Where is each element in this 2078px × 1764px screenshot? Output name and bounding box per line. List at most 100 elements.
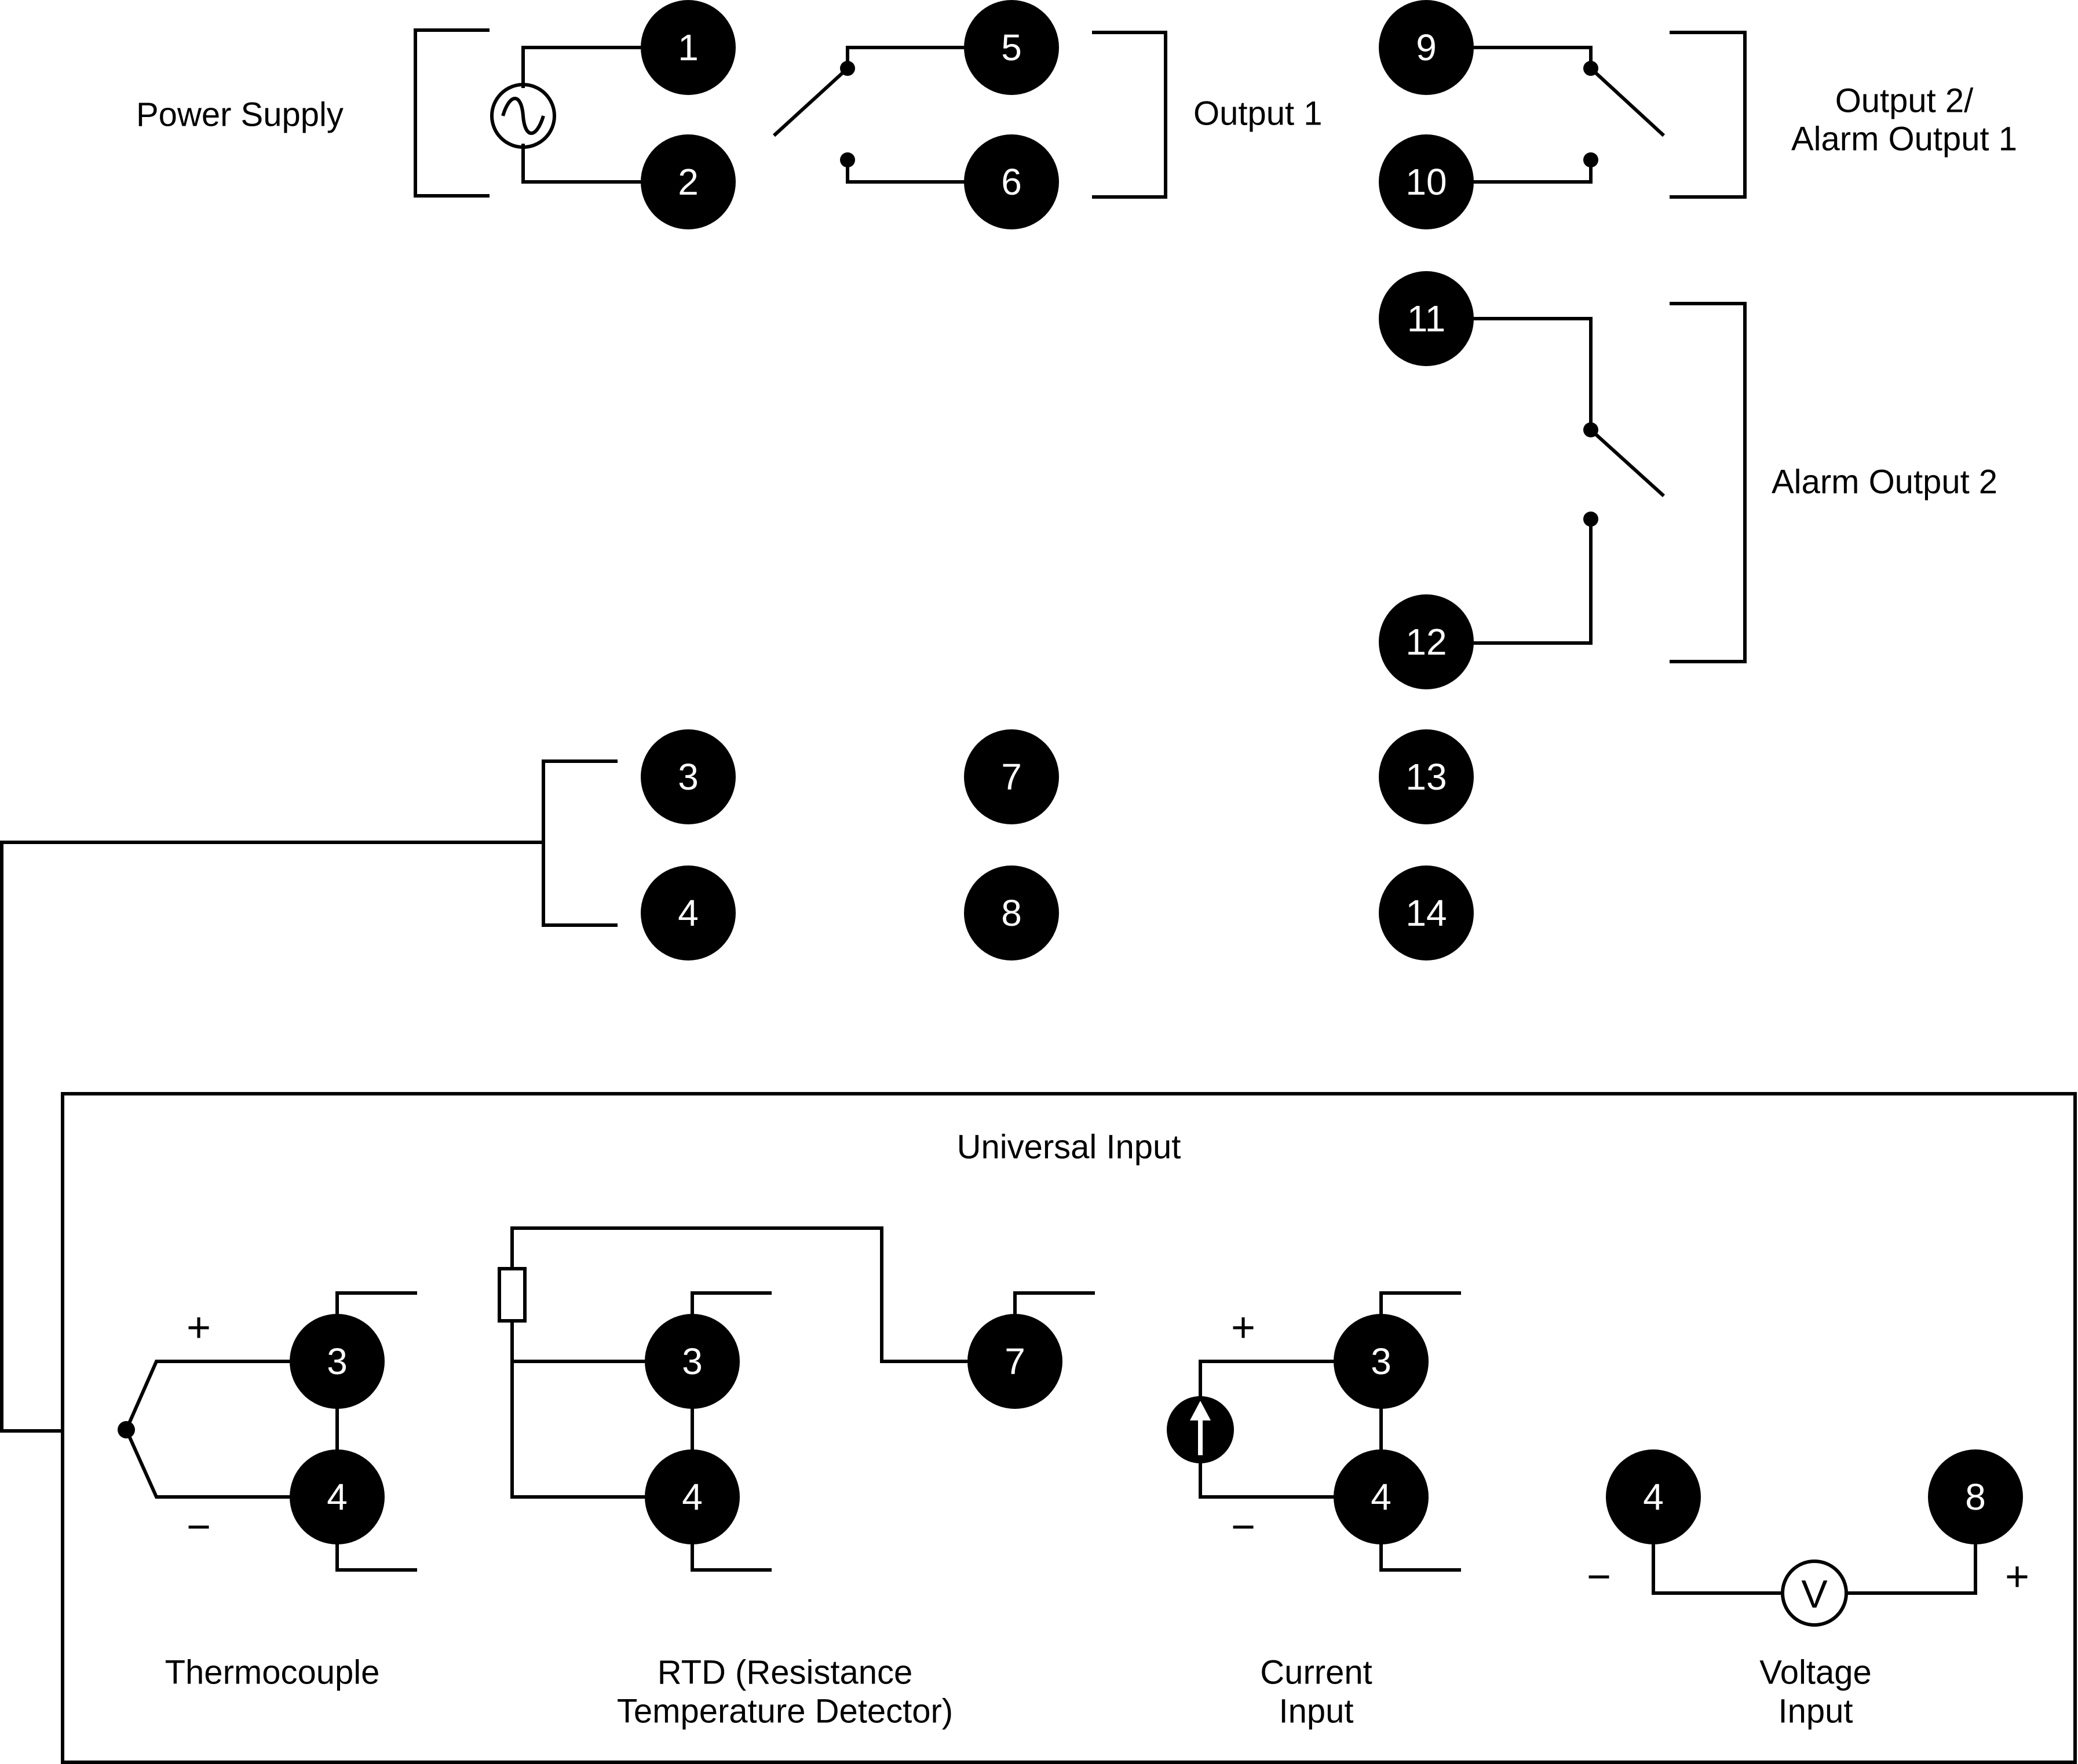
svg-text:4: 4	[682, 1476, 703, 1518]
svg-text:9: 9	[1416, 27, 1437, 68]
svg-text:13: 13	[1405, 756, 1447, 798]
thermocouple-plus-wire	[125, 1360, 291, 1431]
svg-text:4: 4	[1371, 1476, 1392, 1518]
alarm-2-wire-11	[1426, 317, 1593, 430]
terminal-8: 8	[964, 865, 1059, 960]
voltage-terminal-4: 4	[1606, 1449, 1701, 1544]
svg-text:14: 14	[1405, 892, 1447, 934]
output-2-bracket	[1670, 31, 1747, 199]
alarm-output-2-label: Alarm Output 2	[1772, 463, 1997, 501]
output-1-label: Output 1	[1193, 95, 1322, 133]
voltage-input-option: V − + 4 8 Voltage Input	[1587, 1449, 2029, 1730]
terminal-2: 2	[641, 134, 736, 229]
voltage-right-wire	[1846, 1543, 1977, 1595]
voltmeter-icon	[1781, 1560, 1848, 1627]
svg-text:3: 3	[327, 1341, 348, 1382]
thermocouple-option: + − 3 4 Thermocouple	[118, 1291, 417, 1692]
voltage-label-line2: Input	[1778, 1693, 1853, 1730]
svg-text:3: 3	[682, 1341, 703, 1382]
rtd-option: 3 4 7 RTD (Resistance Temperature Detect…	[498, 1226, 1095, 1730]
thermocouple-minus-sign: −	[187, 1504, 211, 1550]
terminal-5: 5	[964, 0, 1059, 95]
output-2-wire-10	[1426, 160, 1593, 184]
svg-text:4: 4	[1643, 1476, 1664, 1518]
terminal-6: 6	[964, 134, 1059, 229]
terminal-1: 1	[641, 0, 736, 95]
voltage-minus-sign: −	[1587, 1554, 1611, 1600]
ac-source-icon	[490, 83, 556, 149]
current-bracket	[1379, 1291, 1461, 1572]
rtd-bracket	[691, 1291, 772, 1572]
current-minus-wire	[1199, 1460, 1335, 1499]
terminal-11: 11	[1379, 271, 1474, 366]
thermocouple-terminal-4: 4	[290, 1449, 385, 1544]
svg-text:1: 1	[678, 27, 699, 68]
svg-text:11: 11	[1407, 298, 1445, 339]
current-terminal-4: 4	[1334, 1449, 1429, 1544]
current-arrow-head-icon	[1190, 1401, 1211, 1420]
power-supply-bracket	[414, 28, 490, 198]
current-input-option: + − 3 4 Current Input	[1167, 1291, 1461, 1730]
svg-text:10: 10	[1405, 161, 1447, 203]
current-terminal-3: 3	[1334, 1314, 1429, 1409]
input-lead-line	[0, 841, 543, 1433]
rtd-terminal-3: 3	[645, 1314, 740, 1409]
svg-text:7: 7	[1001, 756, 1022, 798]
current-plus-sign: +	[1231, 1305, 1255, 1351]
ac-wave-icon	[501, 97, 545, 135]
terminal-9: 9	[1379, 0, 1474, 95]
alarm-2-switch-arm	[1589, 428, 1666, 498]
rtd-top-wire	[510, 1226, 967, 1363]
thermocouple-bracket	[335, 1291, 417, 1572]
output-1-bracket	[1092, 31, 1167, 199]
output-2-switch-arm	[1589, 67, 1666, 137]
thermocouple-minus-wire	[125, 1429, 291, 1499]
current-plus-wire	[1199, 1360, 1335, 1399]
voltmeter-symbol: V	[1801, 1572, 1828, 1616]
rtd-label-line1: RTD (Resistance	[658, 1654, 913, 1692]
voltage-label-line1: Voltage	[1759, 1654, 1872, 1692]
universal-input-title: Universal Input	[957, 1128, 1181, 1166]
output-1-switch-arm	[772, 67, 849, 137]
universal-input-frame	[61, 1092, 2077, 1764]
rtd-left-wire	[510, 1321, 646, 1499]
current-label-line1: Current	[1260, 1654, 1372, 1692]
svg-text:7: 7	[1005, 1341, 1025, 1382]
terminal-4: 4	[641, 865, 736, 960]
voltage-left-wire	[1652, 1543, 1783, 1595]
terminal-14: 14	[1379, 865, 1474, 960]
thermocouple-junction-dot	[118, 1421, 135, 1438]
voltage-plus-sign: +	[2005, 1554, 2029, 1600]
output-2-label-line2: Alarm Output 1	[1791, 120, 2017, 158]
svg-text:6: 6	[1001, 161, 1022, 203]
power-supply-label: Power Supply	[136, 96, 344, 134]
thermocouple-plus-sign: +	[187, 1305, 211, 1351]
current-minus-sign: −	[1231, 1504, 1255, 1550]
terminal-block: 1 2 3 4 5 6 7 8 9 10 11 12 13 14	[641, 0, 1474, 960]
power-wire-1	[521, 46, 643, 88]
svg-text:4: 4	[327, 1476, 348, 1518]
power-wire-2	[521, 144, 643, 184]
current-label-line2: Input	[1279, 1693, 1354, 1730]
rtd-resistor-icon	[498, 1267, 527, 1323]
input-bracket	[542, 759, 618, 927]
svg-text:8: 8	[1001, 892, 1022, 934]
svg-text:8: 8	[1965, 1476, 1986, 1518]
rtd-terminal-7: 7	[967, 1314, 1062, 1409]
svg-text:12: 12	[1405, 621, 1447, 663]
svg-text:3: 3	[1371, 1341, 1392, 1382]
svg-text:4: 4	[678, 892, 699, 934]
thermocouple-terminal-3: 3	[290, 1314, 385, 1409]
output-2-group: Output 2/ Alarm Output 1	[1426, 31, 2017, 199]
terminal-7: 7	[964, 729, 1059, 824]
svg-text:3: 3	[678, 756, 699, 798]
alarm-output-2-group: Alarm Output 2	[1426, 302, 1997, 663]
power-supply-group: Power Supply	[136, 28, 643, 198]
rtd-label-line2: Temperature Detector)	[617, 1693, 953, 1730]
terminal-3: 3	[641, 729, 736, 824]
svg-text:5: 5	[1001, 27, 1022, 68]
output-1-wire-6	[846, 160, 965, 184]
thermocouple-label: Thermocouple	[165, 1654, 380, 1692]
terminal-12: 12	[1379, 594, 1474, 689]
